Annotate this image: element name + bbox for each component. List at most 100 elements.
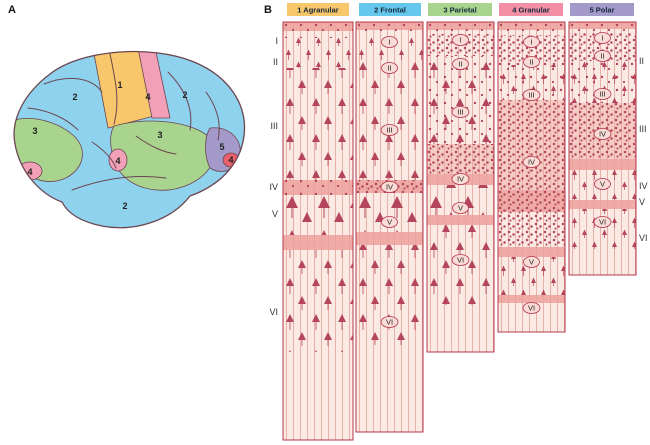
- svg-text:VI: VI: [599, 218, 606, 227]
- layer-label-V: V: [523, 256, 540, 268]
- svg-text:VI: VI: [386, 318, 393, 327]
- brain-area-number: 2: [122, 201, 127, 211]
- svg-text:I: I: [530, 38, 532, 47]
- panel-a-label: A: [8, 4, 16, 16]
- svg-text:III: III: [386, 126, 392, 135]
- svg-text:V: V: [529, 258, 534, 267]
- svg-text:I: I: [388, 38, 390, 47]
- layer-label-IV: IV: [451, 173, 470, 185]
- brain-area-number: 4: [228, 155, 233, 165]
- brain-area-number: 3: [32, 126, 37, 136]
- layer-label-VI: VI: [593, 216, 612, 228]
- axis-right-III: III: [639, 124, 647, 134]
- brain-outline: [13, 50, 246, 229]
- axis-label-VI: VI: [269, 307, 278, 317]
- sylvian-fissure-line: [71, 176, 167, 191]
- brain-area-number: 4: [27, 167, 32, 177]
- axis-right-II: II: [639, 56, 644, 66]
- svg-text:IV: IV: [386, 183, 393, 192]
- axis-label-II: II: [273, 57, 278, 67]
- svg-text:II: II: [387, 64, 391, 73]
- svg-text:II: II: [600, 52, 604, 61]
- brain-area-number: 5: [219, 142, 224, 152]
- legend: 1 Agranular 2 Frontal 3 Parietal 4 Granu…: [287, 3, 634, 16]
- layer-label-III: III: [522, 89, 541, 101]
- layer-label-V: V: [452, 202, 469, 214]
- legend-swatch-granular: [499, 3, 563, 16]
- brain-area-number: 2: [72, 92, 77, 102]
- axis-label-III: III: [270, 121, 278, 131]
- axis-right-V: V: [639, 197, 645, 207]
- layer-label-VI: VI: [451, 254, 470, 266]
- layer-label-V: V: [594, 178, 611, 190]
- svg-text:IV: IV: [599, 130, 606, 139]
- brain-diagram: 2 1 4 2 3 3 5 4 4 4 2: [13, 50, 246, 229]
- svg-text:III: III: [528, 91, 534, 100]
- layer-label-V: V: [381, 216, 398, 228]
- axis-right-IV: IV: [639, 181, 648, 191]
- layer-label-VI: VI: [380, 316, 399, 328]
- svg-text:V: V: [600, 180, 605, 189]
- legend-label-frontal: 2 Frontal: [374, 6, 406, 15]
- legend-swatch-polar: [570, 3, 634, 16]
- layer-label-III: III: [380, 124, 399, 136]
- brain-area-number: 1: [117, 80, 122, 90]
- legend-label-parietal: 3 Parietal: [443, 6, 476, 15]
- layer-label-II: II: [594, 50, 611, 62]
- cortex-columns-panel: 1 Agranular 2 Frontal 3 Parietal 4 Granu…: [269, 3, 648, 441]
- svg-text:I: I: [459, 36, 461, 45]
- column-agranular: [282, 21, 354, 441]
- layer-label-IV: IV: [522, 156, 541, 168]
- layer-label-II: II: [452, 58, 469, 70]
- brain-area-number: 4: [145, 92, 150, 102]
- layer-label-I: I: [452, 34, 469, 46]
- layer-label-III: III: [593, 88, 612, 100]
- legend-label-agranular: 1 Agranular: [297, 6, 338, 15]
- axis-label-V: V: [272, 209, 278, 219]
- svg-text:II: II: [458, 60, 462, 69]
- left-layer-axis: I II III IV V VI: [269, 36, 278, 317]
- sulcus-line: [27, 107, 79, 131]
- legend-label-polar: 5 Polar: [589, 6, 614, 15]
- layer-label-III: III: [451, 106, 470, 118]
- svg-text:V: V: [387, 218, 392, 227]
- column-parietal: I II III IV V VI: [426, 21, 495, 353]
- layer-label-II: II: [381, 62, 398, 74]
- axis-label-IV: IV: [269, 182, 278, 192]
- brain-area-number: 4: [115, 156, 120, 166]
- column-frontal: I II III IV V VI: [355, 21, 424, 433]
- sulcus-line: [109, 53, 118, 125]
- brain-area-number: 3: [157, 130, 162, 140]
- sulcus-line: [167, 71, 192, 131]
- sulcus-line: [91, 141, 117, 169]
- legend-swatch-parietal: [428, 3, 492, 16]
- svg-text:VI: VI: [528, 304, 535, 313]
- svg-text:III: III: [599, 90, 605, 99]
- region-insula-pink: [108, 148, 128, 172]
- svg-text:III: III: [457, 108, 463, 117]
- svg-text:II: II: [529, 58, 533, 67]
- right-layer-axis: II III IV V VI: [639, 56, 648, 243]
- svg-text:IV: IV: [528, 158, 535, 167]
- axis-right-VI: VI: [639, 233, 648, 243]
- legend-swatch-agranular: [287, 3, 349, 16]
- column-polar: I II III IV V VI: [568, 21, 637, 276]
- layer-label-II: II: [523, 56, 540, 68]
- layer-label-IV: IV: [593, 128, 612, 140]
- svg-text:IV: IV: [457, 175, 464, 184]
- layer-label-I: I: [523, 36, 540, 48]
- svg-text:I: I: [601, 34, 603, 43]
- svg-text:V: V: [458, 204, 463, 213]
- svg-text:VI: VI: [457, 256, 464, 265]
- layer-label-VI: VI: [522, 302, 541, 314]
- layer-label-IV: IV: [380, 181, 399, 193]
- legend-swatch-frontal: [359, 3, 421, 16]
- brain-area-number: 2: [182, 90, 187, 100]
- column-granular: I II III IV V VI: [497, 21, 566, 333]
- legend-label-granular: 4 Granular: [512, 6, 550, 15]
- panel-b-label: B: [264, 4, 272, 16]
- layer-label-I: I: [381, 36, 398, 48]
- layer-label-I: I: [594, 32, 611, 44]
- sulcus-line: [43, 78, 103, 93]
